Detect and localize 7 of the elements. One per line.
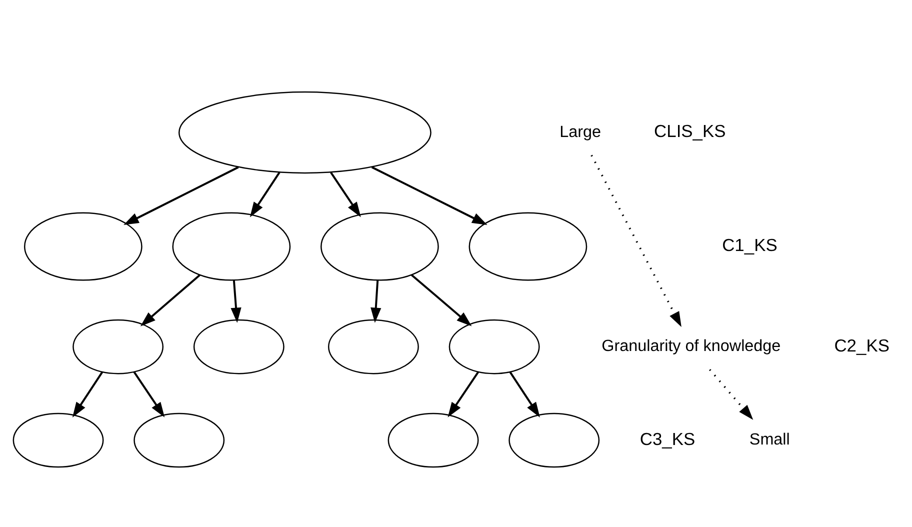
label: C1_KS xyxy=(722,235,778,256)
label: CLIS_KS xyxy=(654,121,726,142)
label: Granularity of knowledge xyxy=(602,337,781,356)
label: Small xyxy=(749,430,790,448)
label: Large xyxy=(560,122,601,141)
label: C2_KS xyxy=(834,335,890,356)
label: C3_KS xyxy=(640,428,696,449)
